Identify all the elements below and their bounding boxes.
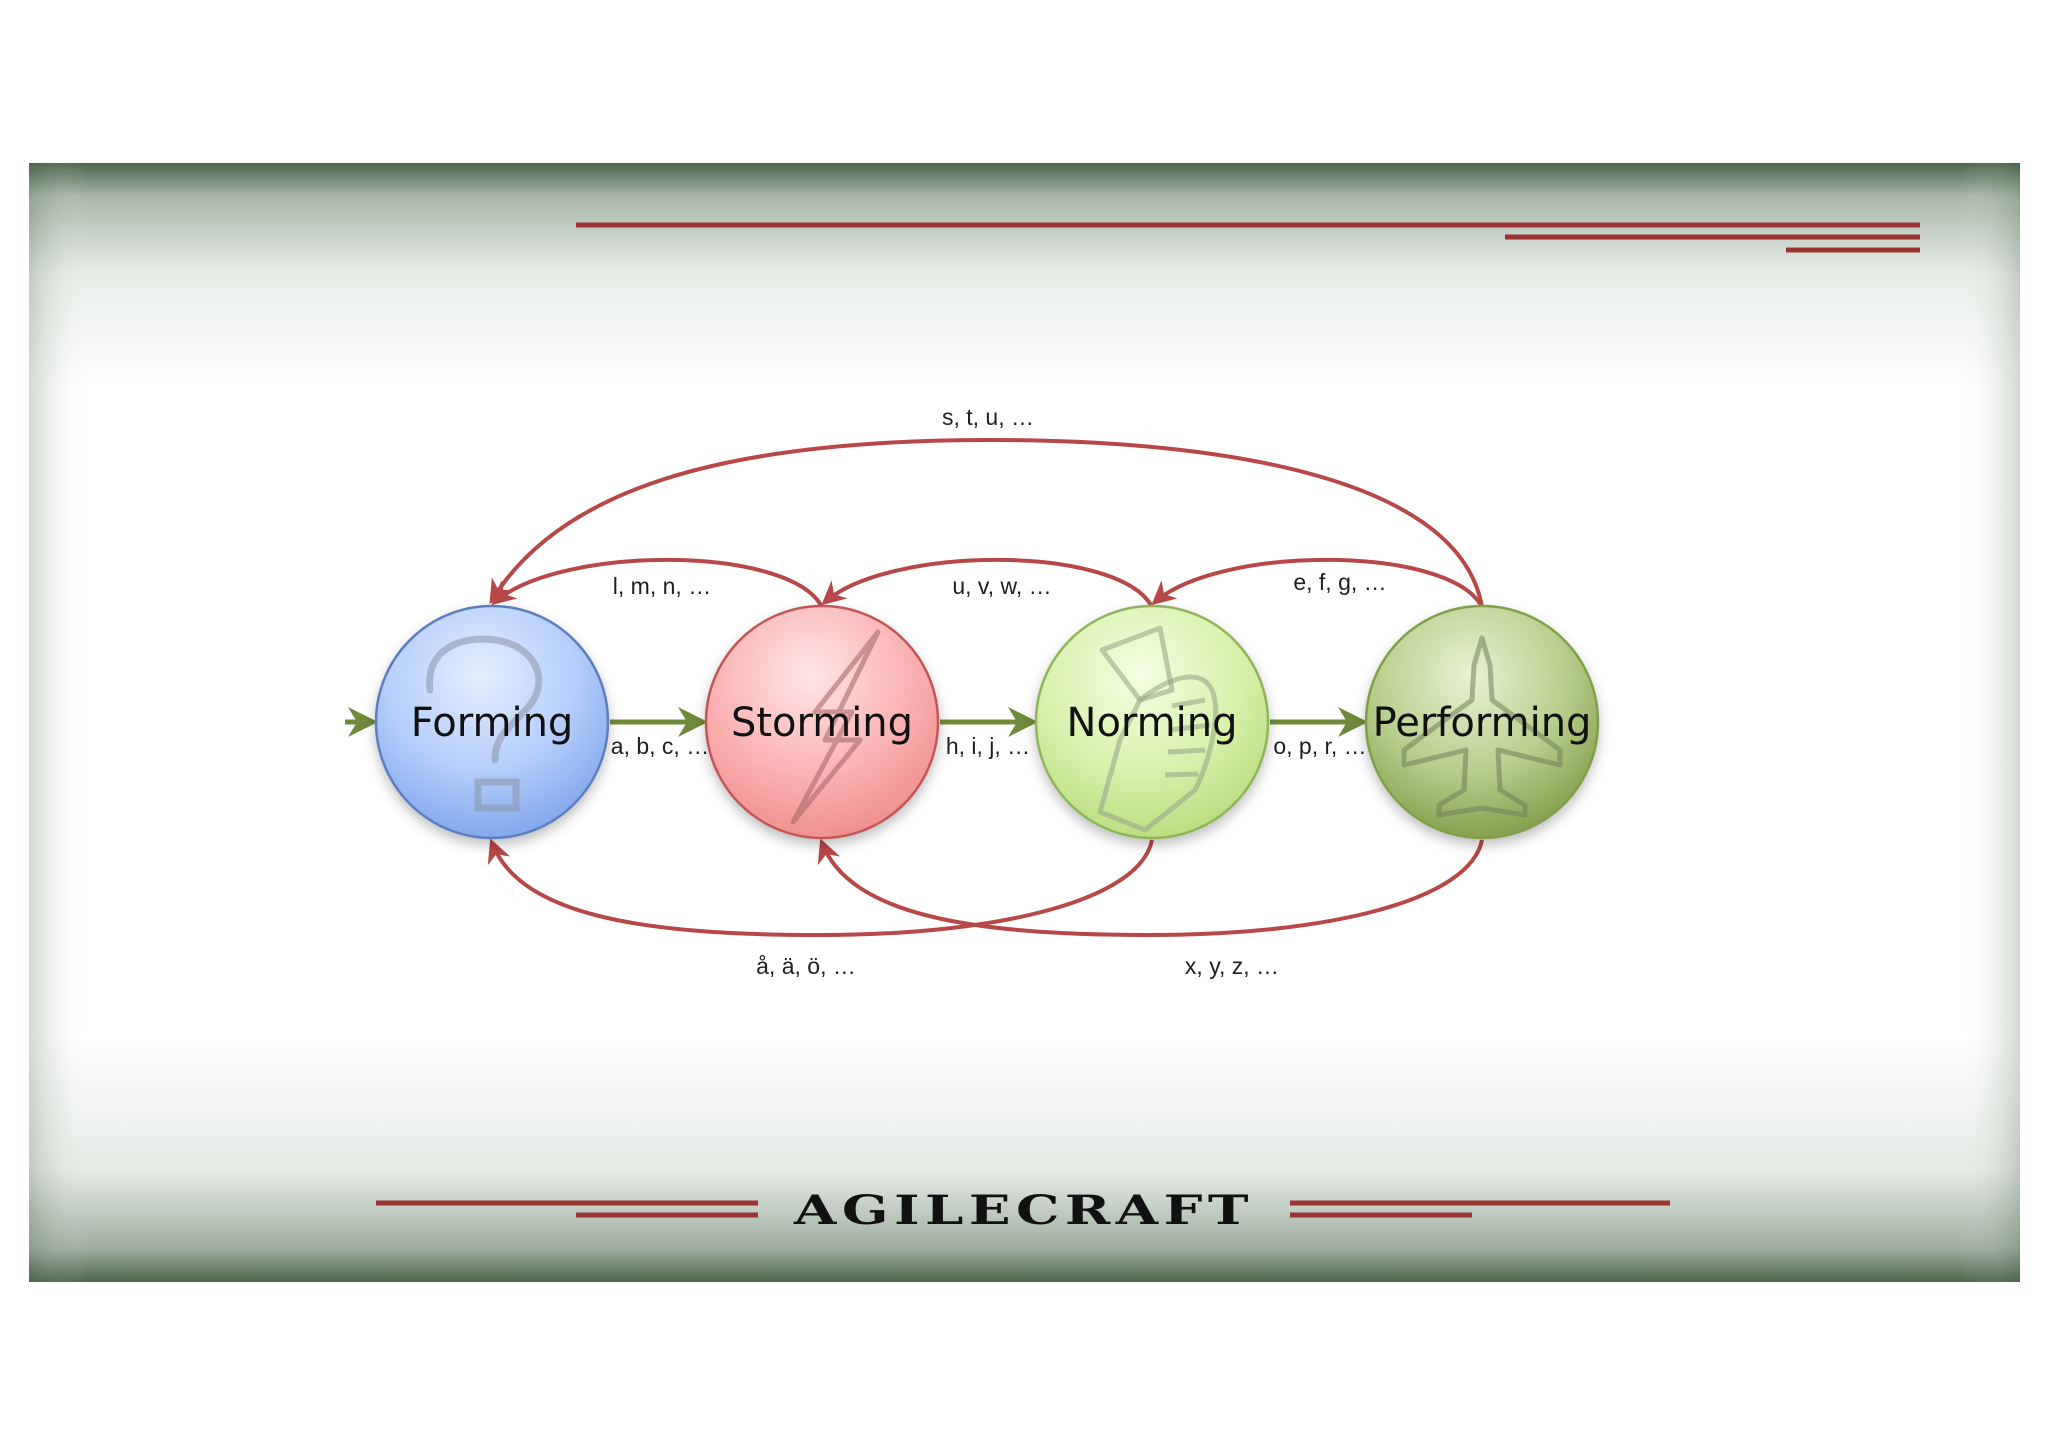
- label-forming-to-storming: a, b, c, …: [611, 733, 709, 759]
- stage-label: Storming: [731, 700, 913, 746]
- lightning-bolt-icon: [790, 629, 881, 825]
- top-decoration: [576, 222, 1920, 253]
- question-mark-icon: [426, 635, 543, 812]
- stage-node-norming: Norming: [1034, 604, 1270, 840]
- jet-plane-icon: [1401, 635, 1563, 818]
- handshake-icon: [1097, 625, 1219, 833]
- arrow-performing-to-forming: [489, 437, 1484, 608]
- arrow-norming-to-forming: [487, 838, 1154, 938]
- label-storming-to-forming: l, m, n, …: [613, 573, 711, 599]
- stage-node-forming: Forming: [374, 604, 610, 840]
- label-norming-to-performing: o, p, r, …: [1273, 733, 1366, 759]
- label-norming-to-forming: å, ä, ö, …: [756, 953, 856, 979]
- label-performing-to-storming: x, y, z, …: [1185, 953, 1279, 979]
- label-storming-to-norming: h, i, j, …: [946, 733, 1030, 759]
- stage-node-performing: Performing: [1364, 604, 1600, 840]
- label-norming-to-storming: u, v, w, …: [952, 573, 1051, 599]
- stage-node-storming: Storming: [704, 604, 940, 840]
- bottom-decoration: [376, 1200, 1670, 1218]
- arrow-performing-to-storming: [817, 838, 1484, 938]
- arrow-storming-to-forming: [491, 557, 824, 608]
- label-performing-to-norming: e, f, g, …: [1293, 569, 1386, 595]
- stage-label: Forming: [411, 700, 574, 746]
- stage-label: Norming: [1067, 700, 1238, 746]
- brand-logo: AGILECRAFT: [793, 1187, 1254, 1234]
- label-performing-to-forming: s, t, u, …: [942, 404, 1034, 430]
- stage-label: Performing: [1373, 700, 1592, 746]
- arrow-norming-to-storming: [821, 557, 1154, 608]
- arrow-performing-to-norming: [1151, 557, 1484, 608]
